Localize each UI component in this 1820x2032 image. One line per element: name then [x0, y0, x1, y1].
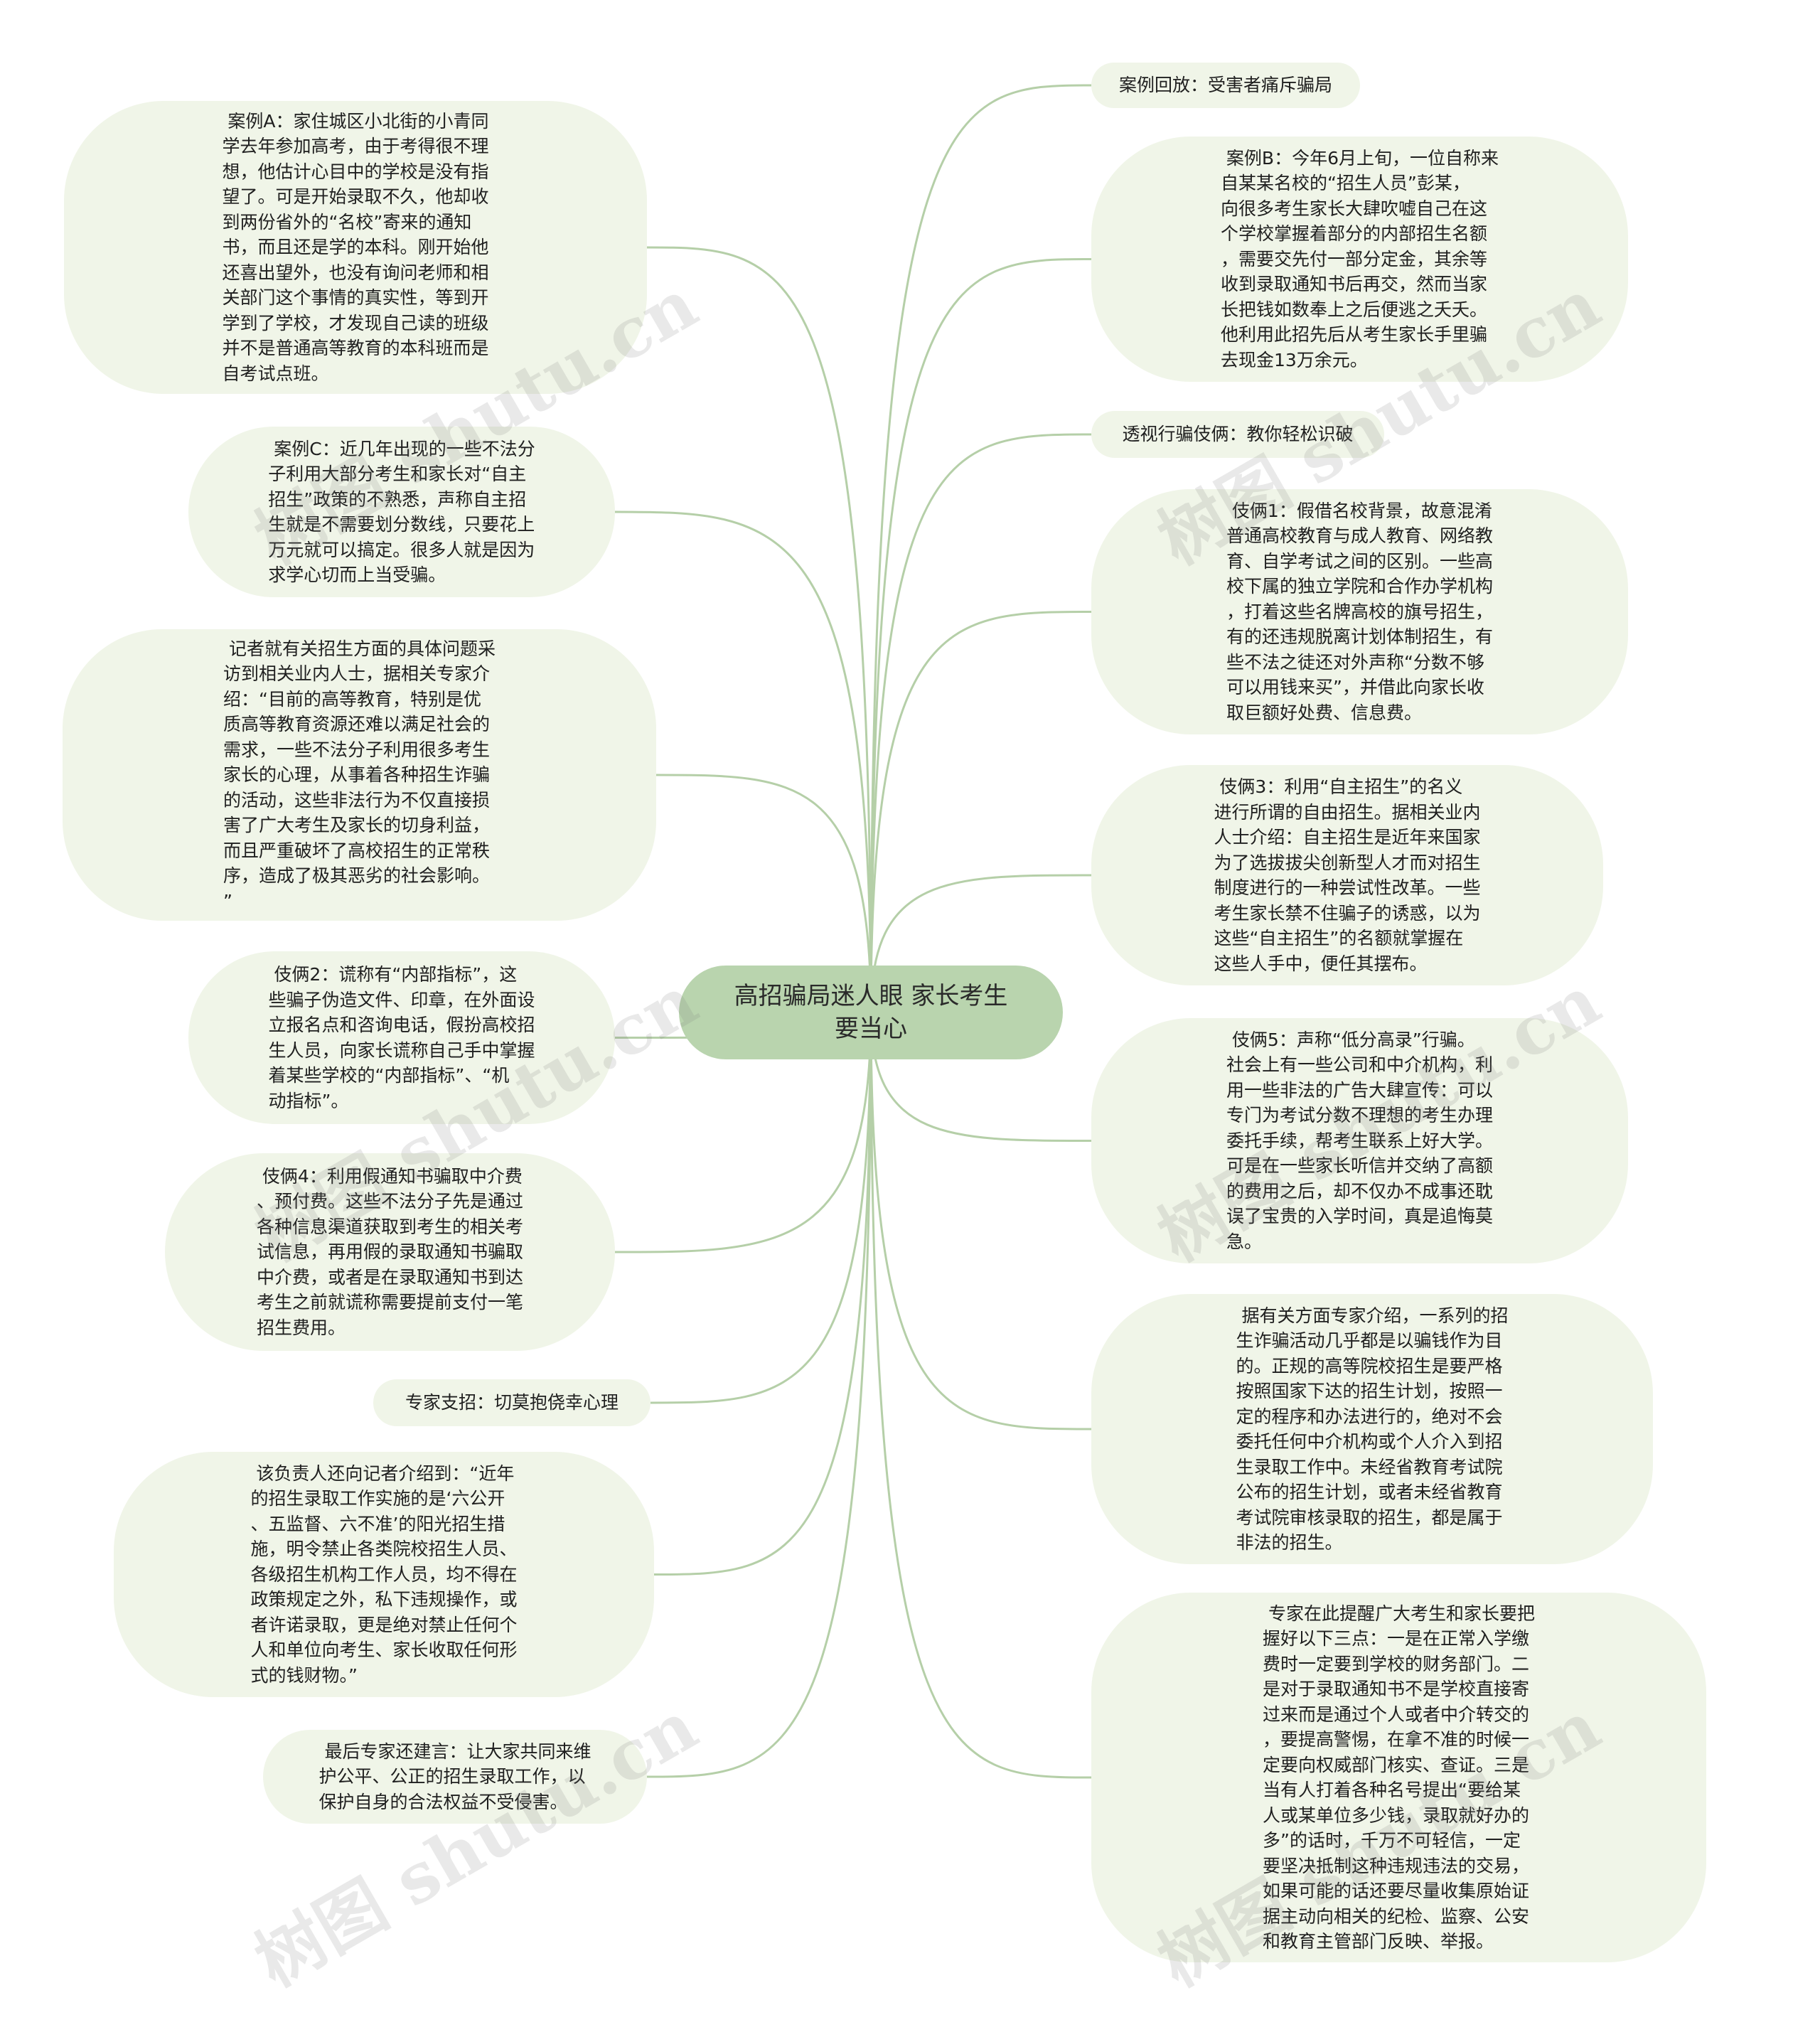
topic-trick-1[interactable]: 伎俩1：假借名校背景，故意混淆 普通高校教育与成人教育、网络教 育、自学考试之间… [1091, 489, 1628, 734]
topic-expert-tips[interactable]: 专家支招：切莫抱侥幸心理 [373, 1379, 651, 1426]
topic-case-b[interactable]: 案例B：今年6月上旬，一位自称来 自某某名校的“招生人员”彭某， 向很多考生家长… [1091, 137, 1628, 382]
topic-trick-5[interactable]: 伎俩5：声称“低分高录”行骗。 社会上有一些公司和中介机构，利 用一些非法的广告… [1091, 1018, 1628, 1263]
topic-trick-3[interactable]: 伎俩3：利用“自主招生”的名义 进行所谓的自由招生。据相关业内 人士介绍：自主招… [1091, 765, 1603, 985]
topic-reporter-interview[interactable]: 记者就有关招生方面的具体问题采 访到相关业内人士，据相关专家介 绍：“目前的高等… [63, 629, 656, 921]
connector-line [869, 874, 1092, 1013]
topic-case-review[interactable]: 案例回放：受害者痛斥骗局 [1091, 63, 1360, 108]
topic-trick-2[interactable]: 伎俩2：谎称有“内部指标”，这 些骗子伪造文件、印章，在外面设 立报名点和咨询电… [188, 951, 615, 1124]
root-topic[interactable]: 高招骗局迷人眼 家长考生 要当心 [679, 966, 1063, 1059]
topic-final-advice[interactable]: 最后专家还建言：让大家共同来维 护公平、公正的招生录取工作，以 保护自身的合法权… [263, 1730, 647, 1824]
topic-see-through-tricks[interactable]: 透视行骗伎俩：教你轻松识破 [1091, 411, 1384, 458]
connector-line [869, 1012, 1092, 1431]
connector-line [653, 1012, 872, 1576]
connector-line [646, 1012, 872, 1778]
connector-line [869, 611, 1092, 1013]
topic-official-statement[interactable]: 该负责人还向记者介绍到：“近年 的招生录取工作实施的是‘六公开 、五监督、六不准… [114, 1452, 654, 1697]
topic-trick-4[interactable]: 伎俩4：利用假通知书骗取中介费 、预付费。这些不法分子先是通过 各种信息渠道获取… [165, 1153, 615, 1351]
topic-expert-reminder[interactable]: 专家在此提醒广大考生和家长要把 握好以下三点：一是在正常入学缴 费时一定要到学校… [1091, 1593, 1706, 1962]
topic-expert-introduction[interactable]: 据有关方面专家介绍，一系列的招 生诈骗活动几乎都是以骗钱作为目 的。正规的高等院… [1091, 1294, 1653, 1564]
topic-case-c[interactable]: 案例C：近几年出现的一些不法分 子利用大部分考生和家长对“自主 招生”政策的不熟… [188, 427, 615, 597]
connector-line [646, 246, 872, 1013]
topic-case-a[interactable]: 案例A：家住城区小北街的小青同 学去年参加高考，由于考得很不理 想，他估计心目中… [64, 101, 647, 394]
connector-line [614, 1012, 872, 1253]
connector-line [869, 433, 1092, 1013]
root-topic-label: 高招骗局迷人眼 家长考生 要当心 [734, 982, 1008, 1043]
connector-line [650, 1012, 872, 1404]
connector-line [655, 774, 872, 1013]
connector-line [869, 1012, 1092, 1779]
connector-line [869, 84, 1092, 1013]
connector-line [869, 258, 1092, 1013]
connector-line [614, 510, 872, 1013]
